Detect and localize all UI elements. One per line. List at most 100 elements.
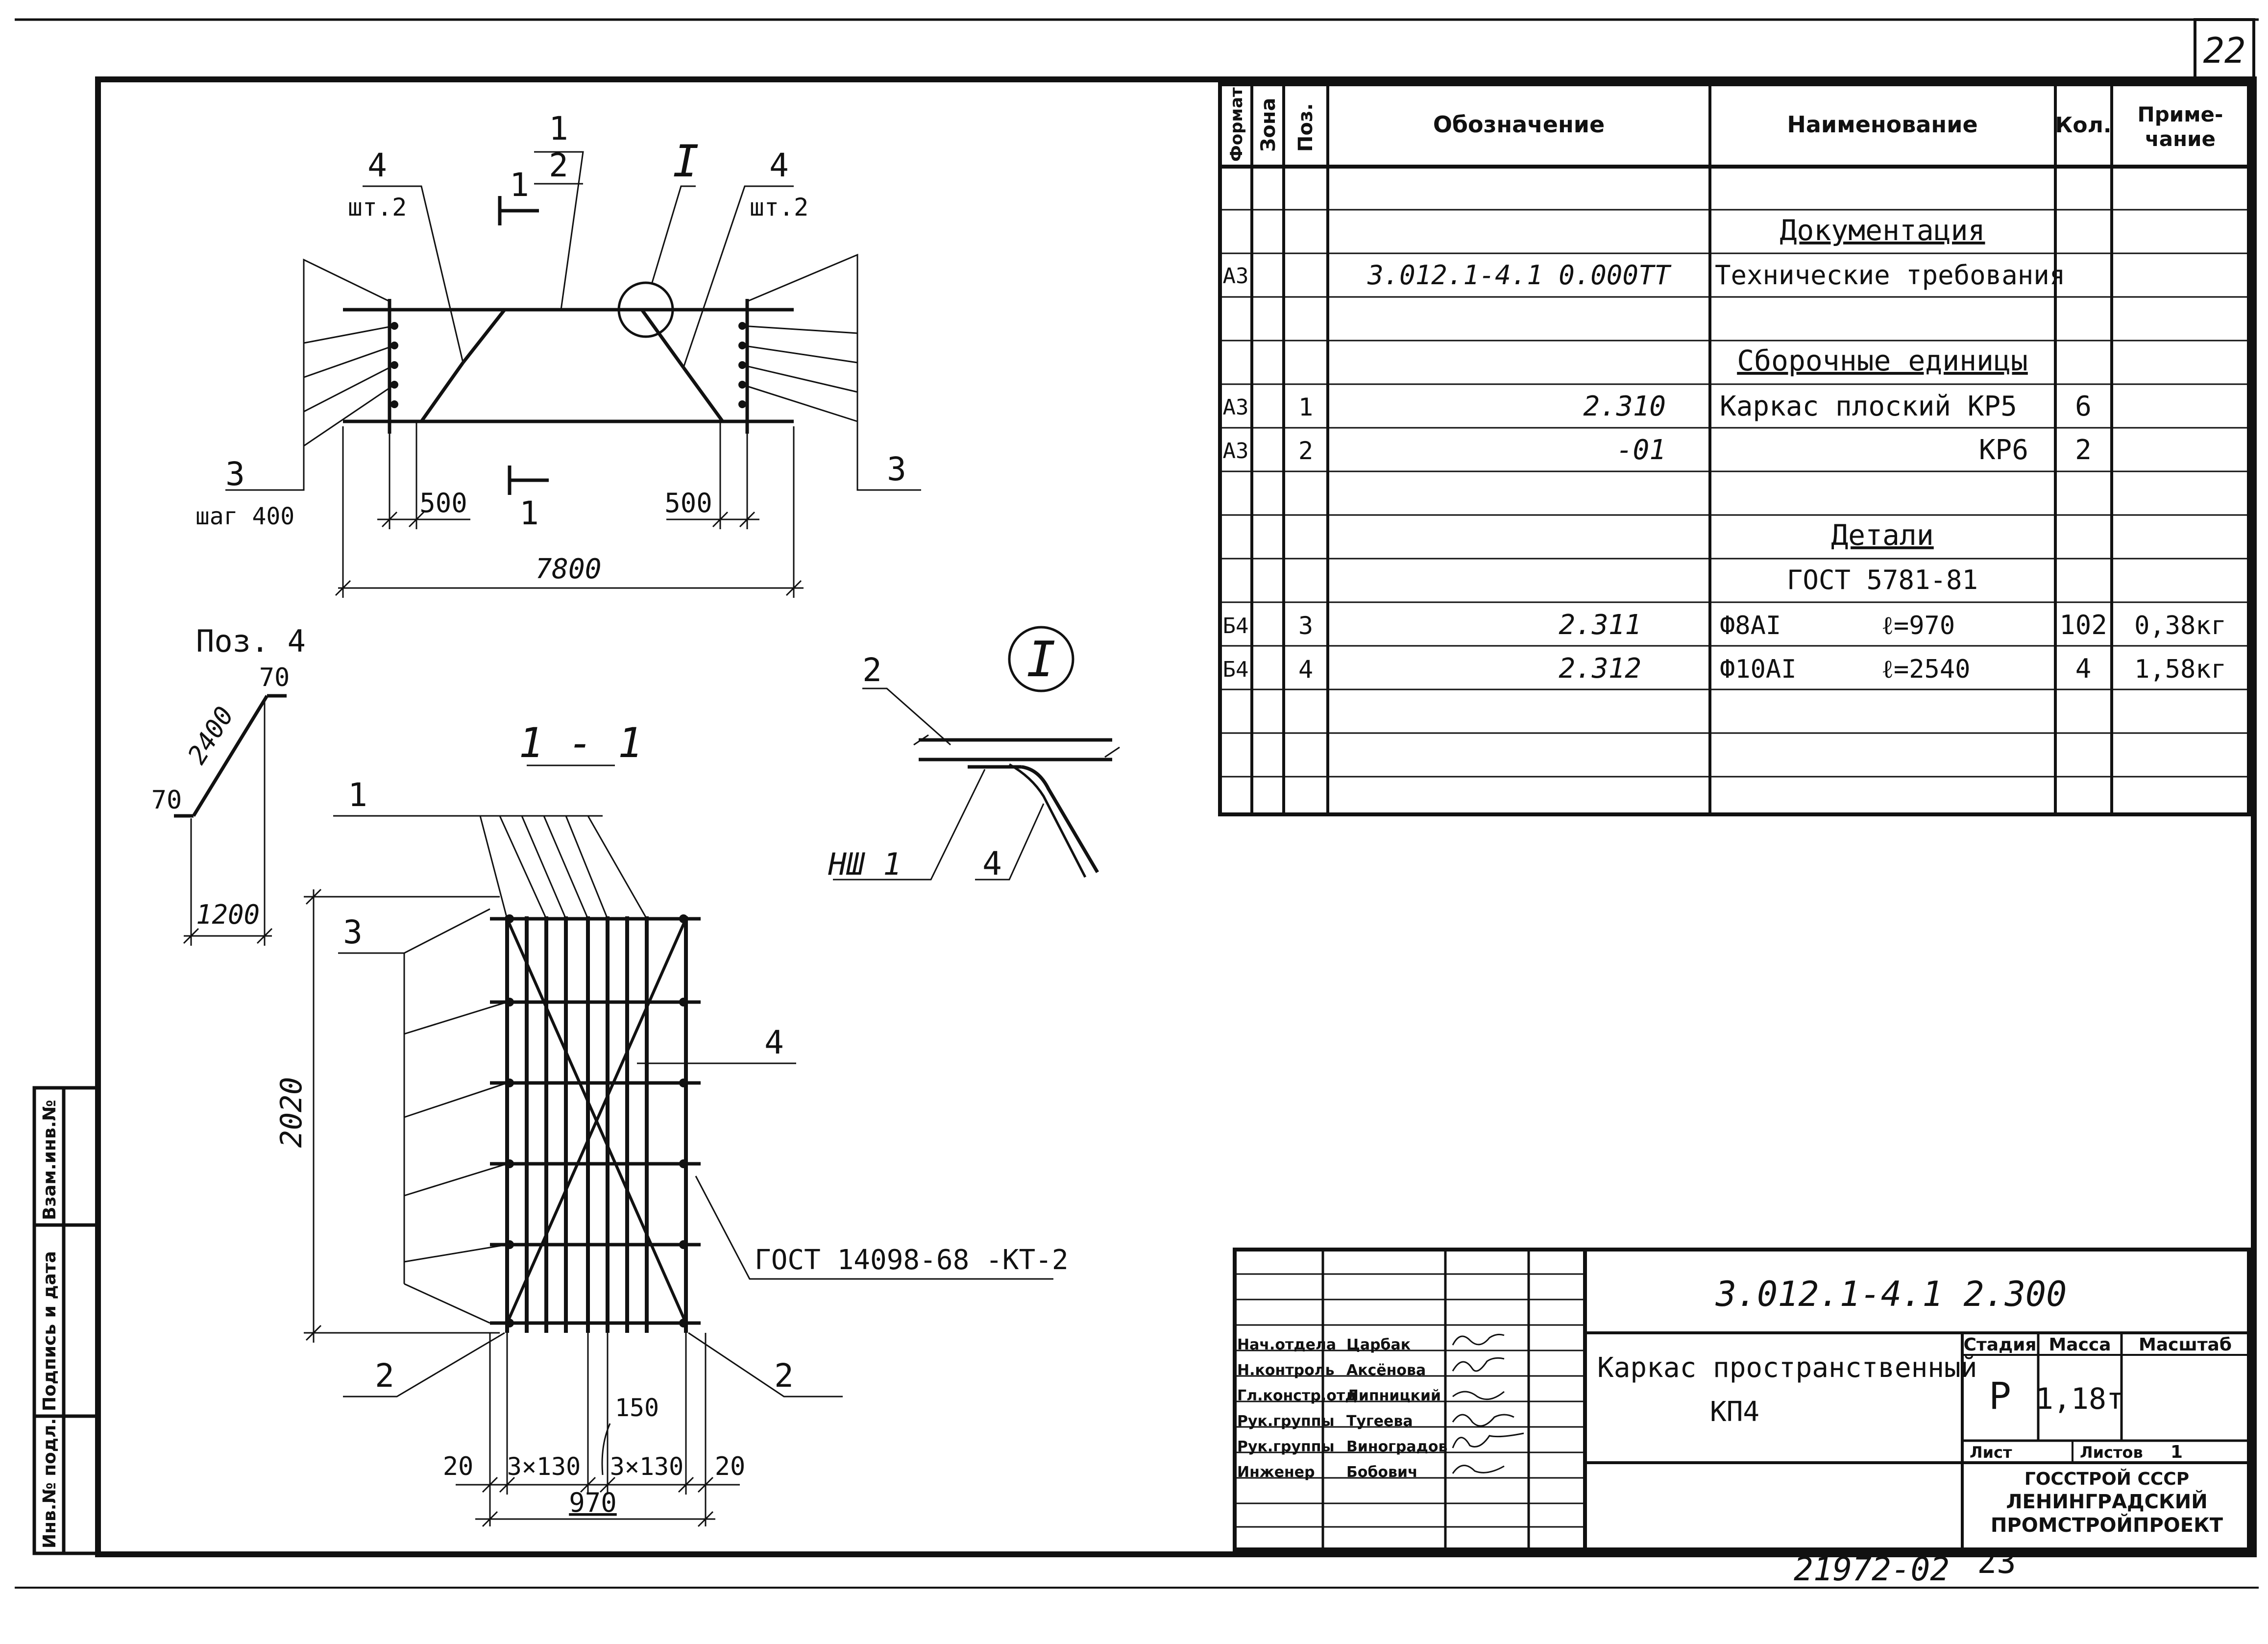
spec-row-name: Документация xyxy=(1780,214,1985,247)
spec-row-format: А3 xyxy=(1223,395,1249,420)
section-label-2-right: 2 xyxy=(774,1357,794,1395)
signer-name: Царбак xyxy=(1346,1336,1411,1353)
detail-I-mark: I xyxy=(1026,631,1056,688)
title-sheet-label: Лист xyxy=(1970,1443,2012,1462)
section-dim-20-right: 20 xyxy=(715,1452,746,1481)
spec-row-qty: 2 xyxy=(2075,434,2092,466)
spec-header-note-1: Приме- xyxy=(2138,102,2223,126)
spec-row-pos: 2 xyxy=(1298,437,1313,465)
spec-row-qty: 6 xyxy=(2075,391,2092,422)
bar-detail-dim-70-top: 70 xyxy=(259,663,290,692)
signatures xyxy=(1452,1333,1524,1474)
spec-row-format: Б4 xyxy=(1223,613,1249,638)
section-dim-20-left: 20 xyxy=(443,1452,474,1481)
plan-dim-right: 500 xyxy=(664,488,712,518)
bar-detail-dim-70-left: 70 xyxy=(151,785,182,815)
plan-view xyxy=(225,151,921,598)
plan-section-num: 1 xyxy=(549,110,568,147)
spec-row-name: Сборочные единицы xyxy=(1737,344,2028,377)
section-label-1: 1 xyxy=(348,776,367,814)
section-dim-3x130-left: 3×130 xyxy=(507,1452,581,1481)
section-dim-150: 150 xyxy=(615,1394,659,1422)
section-dim-970: 970 xyxy=(569,1487,617,1518)
signer-role: Гл.констр.отд xyxy=(1237,1387,1357,1404)
spec-table-grid xyxy=(1218,82,2251,816)
title-org-line2: ЛЕНИНГРАДСКИЙ xyxy=(2006,1490,2207,1513)
section-gost-weld: ГОСТ 14098-68 -КТ-2 xyxy=(755,1244,1069,1276)
spec-row-format: А3 xyxy=(1223,264,1249,289)
signer-role: Рук.группы xyxy=(1237,1438,1335,1455)
title-stage: Р xyxy=(1989,1374,2011,1418)
spec-header-zone: Зона xyxy=(1257,98,1280,152)
spec-row-name: ГОСТ 5781-81 xyxy=(1787,564,1978,595)
spec-row-note: 0,38кг xyxy=(2134,611,2226,640)
detail-I-label-4: 4 xyxy=(982,845,1002,883)
plan-label-pos3-left: 3 xyxy=(225,455,245,493)
detail-I xyxy=(833,626,1120,881)
section-dim-height: 2020 xyxy=(274,1077,309,1148)
signer-role: Н.контроль xyxy=(1237,1362,1335,1379)
section-title: 1 - 1 xyxy=(519,719,643,767)
title-mass-label: Масса xyxy=(2049,1335,2111,1355)
spec-header-format: Формат xyxy=(1227,87,1246,162)
bar-detail-pos4 xyxy=(174,694,287,946)
plan-label-pos4-left-qty: шт.2 xyxy=(348,193,407,221)
side-stamp-inv-podl: Инв.№ подл. xyxy=(40,1418,60,1548)
spec-row-name: Каркас плоский КР5 xyxy=(1720,391,2017,422)
plan-section-mark-bottom: 1 xyxy=(519,494,539,532)
title-sheets-label: Листов xyxy=(2080,1443,2143,1462)
spec-row-designation: -01 xyxy=(1616,434,1666,466)
title-doc-code: 3.012.1-4.1 2.300 xyxy=(1715,1274,2067,1314)
spec-table-rows: Документация А3 3.012.1-4.1 0.000ТТ Техн… xyxy=(1223,214,2226,685)
spec-header-pos: Поз. xyxy=(1294,103,1317,152)
title-mass: 1,18т xyxy=(2036,1382,2124,1416)
title-org-line1: ГОССТРОЙ СССР xyxy=(2024,1469,2189,1489)
plan-label-pos3-right: 3 xyxy=(887,450,906,488)
signer-name: Аксёнова xyxy=(1346,1362,1426,1379)
title-signers: Нач.отдела Царбак Н.контроль Аксёнова Гл… xyxy=(1237,1336,1447,1481)
section-dim-3x130-right: 3×130 xyxy=(610,1452,684,1481)
sheet-frame xyxy=(15,18,2259,1589)
spec-row-qty: 102 xyxy=(2059,610,2107,640)
side-stamp-vzam: Взам.инв.№ xyxy=(40,1100,60,1220)
spec-row-format: А3 xyxy=(1223,439,1249,464)
title-block-grid xyxy=(1233,1248,2251,1551)
detail-I-label-weld: НШ 1 xyxy=(828,846,901,882)
spec-row-name: КР6 xyxy=(1979,434,2028,466)
title-name-line2: КП4 xyxy=(1710,1396,1759,1428)
spec-row-name: Ф8АI xyxy=(1720,611,1781,640)
plan-section-sheet: 2 xyxy=(549,147,568,184)
signer-role: Инженер xyxy=(1237,1464,1315,1481)
spec-row-qty: 4 xyxy=(2075,653,2092,684)
plan-dim-left: 500 xyxy=(419,488,467,518)
spec-row-name-length: ℓ=2540 xyxy=(1881,655,1970,684)
spec-row-designation: 2.312 xyxy=(1559,653,1641,685)
title-name-line1: Каркас пространственный xyxy=(1597,1352,1977,1384)
signer-name: Бобович xyxy=(1346,1464,1418,1481)
signer-role: Нач.отдела xyxy=(1237,1336,1336,1353)
title-org-line3: ПРОМСТРОЙПРОЕКТ xyxy=(1991,1513,2223,1537)
spec-header-note-2: чание xyxy=(2145,127,2216,151)
spec-row-pos: 1 xyxy=(1298,393,1313,421)
plan-label-pos4-left: 4 xyxy=(367,147,387,184)
sheet-number: 22 xyxy=(2203,30,2246,71)
title-sheets: 1 xyxy=(2170,1442,2183,1462)
signer-role: Рук.группы xyxy=(1237,1413,1335,1430)
spec-header-name: Наименование xyxy=(1787,111,1977,138)
spec-row-format: Б4 xyxy=(1223,657,1249,682)
spec-row-note: 1,58кг xyxy=(2134,655,2226,684)
spec-row-designation: 3.012.1-4.1 0.000ТТ xyxy=(1367,260,1672,291)
title-scale-label: Масштаб xyxy=(2139,1335,2232,1355)
spec-header-designation: Обозначение xyxy=(1433,111,1605,138)
spec-row-pos: 3 xyxy=(1298,612,1313,640)
title-stage-label: Стадия xyxy=(1964,1335,2037,1355)
plan-label-pos4-right-qty: шт.2 xyxy=(750,193,808,221)
bar-detail-dim-1200: 1200 xyxy=(196,899,260,930)
side-stamp xyxy=(32,1086,100,1555)
bar-detail-title: Поз. 4 xyxy=(196,623,306,659)
signer-name: Виноградов xyxy=(1346,1438,1447,1455)
spec-row-designation: 2.310 xyxy=(1583,391,1666,422)
plan-detail-mark: I xyxy=(673,136,699,187)
section-label-3: 3 xyxy=(343,913,363,951)
